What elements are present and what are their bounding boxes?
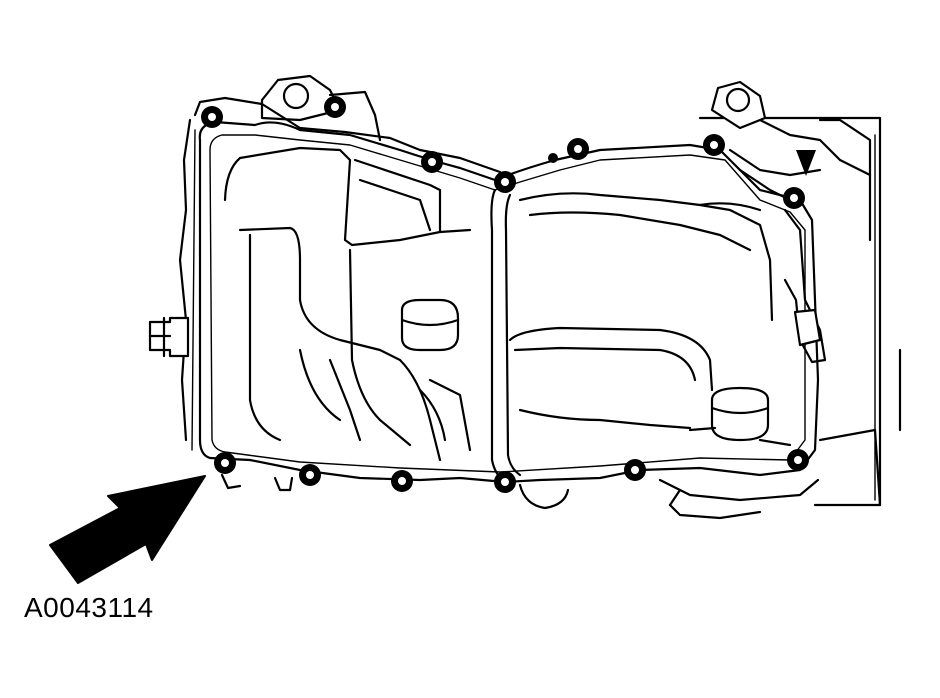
mounting-ear-right <box>710 80 767 130</box>
drain-plug <box>148 316 190 358</box>
bolt-icon <box>494 471 516 493</box>
left-sump-contours <box>223 146 472 462</box>
bolt-icon <box>783 187 805 209</box>
mounting-ear-left <box>260 74 382 142</box>
bolt-icon <box>624 459 646 481</box>
right-sump-contours <box>508 192 792 447</box>
pan-flange-left <box>178 96 502 451</box>
lower-bracket <box>220 473 820 520</box>
bolts <box>201 96 809 493</box>
bolt-icon <box>421 151 443 173</box>
oil-pan-body <box>198 120 820 484</box>
bolt-icon <box>787 449 809 471</box>
bolt-icon <box>201 106 223 128</box>
bolt-icon <box>567 138 589 160</box>
engine-block-outline <box>698 116 902 507</box>
bolt-icon <box>391 470 413 492</box>
triangle-marker-icon <box>796 150 816 176</box>
bolt-icon <box>703 134 725 156</box>
figure-id-label: A0043114 <box>24 592 154 623</box>
bolt-icon <box>214 452 236 474</box>
bolt-icon <box>494 171 516 193</box>
bolt-icon <box>548 153 558 163</box>
bolt-icon <box>324 96 346 118</box>
bolt-icon <box>299 464 321 486</box>
arrow-icon <box>49 475 206 584</box>
